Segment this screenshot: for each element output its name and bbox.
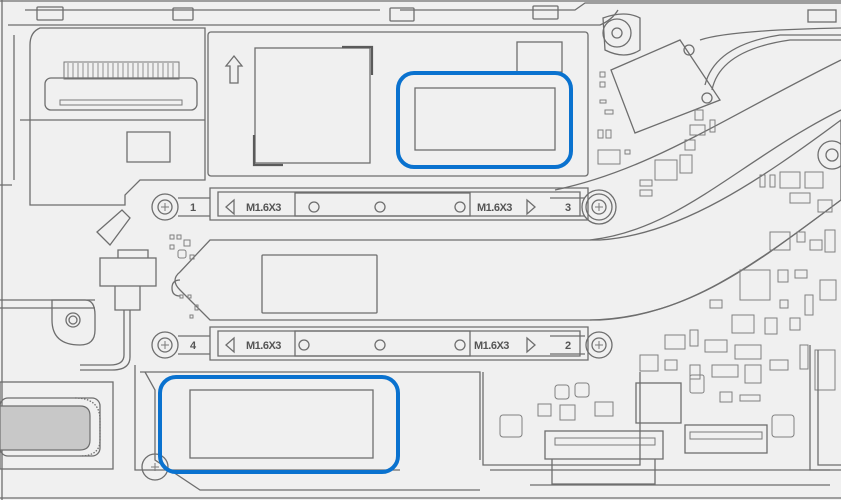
display-connector <box>44 61 198 111</box>
bracket-bottom: 4 M1.6X3 M1.6X3 2 <box>151 326 613 361</box>
fpc-connector-right <box>684 424 768 454</box>
screw-bottom <box>141 453 169 481</box>
screw-number-1: 1 <box>190 202 196 214</box>
right-arrow-icon <box>526 336 536 354</box>
screw-1[interactable]: 1 <box>151 193 210 221</box>
screw-spec-label: M1.6X3 <box>246 340 281 352</box>
up-arrow-icon <box>224 54 244 84</box>
screw-spec-label: M1.6X3 <box>474 340 509 352</box>
right-arrow-icon <box>526 198 536 216</box>
mount-hole <box>581 140 841 225</box>
screw-2[interactable]: 2 <box>550 331 613 359</box>
screw-number-3: 3 <box>565 202 571 214</box>
bottom-left-area <box>0 365 481 491</box>
callout-top <box>396 71 573 169</box>
pcb-components-right <box>597 71 837 391</box>
screw-3[interactable]: 3 <box>550 193 613 221</box>
left-arrow-icon <box>225 198 235 216</box>
pcb-bottom-right <box>482 345 841 486</box>
left-arrow-icon <box>225 336 235 354</box>
fpc-connector-left <box>544 430 664 485</box>
callout-bottom <box>158 375 400 474</box>
screw-spec-label: M1.6X3 <box>477 202 512 214</box>
screw-4[interactable]: 4 <box>151 331 210 359</box>
screw-number-2: 2 <box>565 340 571 352</box>
left-panel <box>13 27 206 206</box>
mount-hole <box>51 299 96 346</box>
screw-spec-label: M1.6X3 <box>246 202 281 214</box>
screw-number-4: 4 <box>190 340 197 352</box>
wifi-module-area <box>581 9 841 225</box>
left-connectors <box>51 209 199 371</box>
